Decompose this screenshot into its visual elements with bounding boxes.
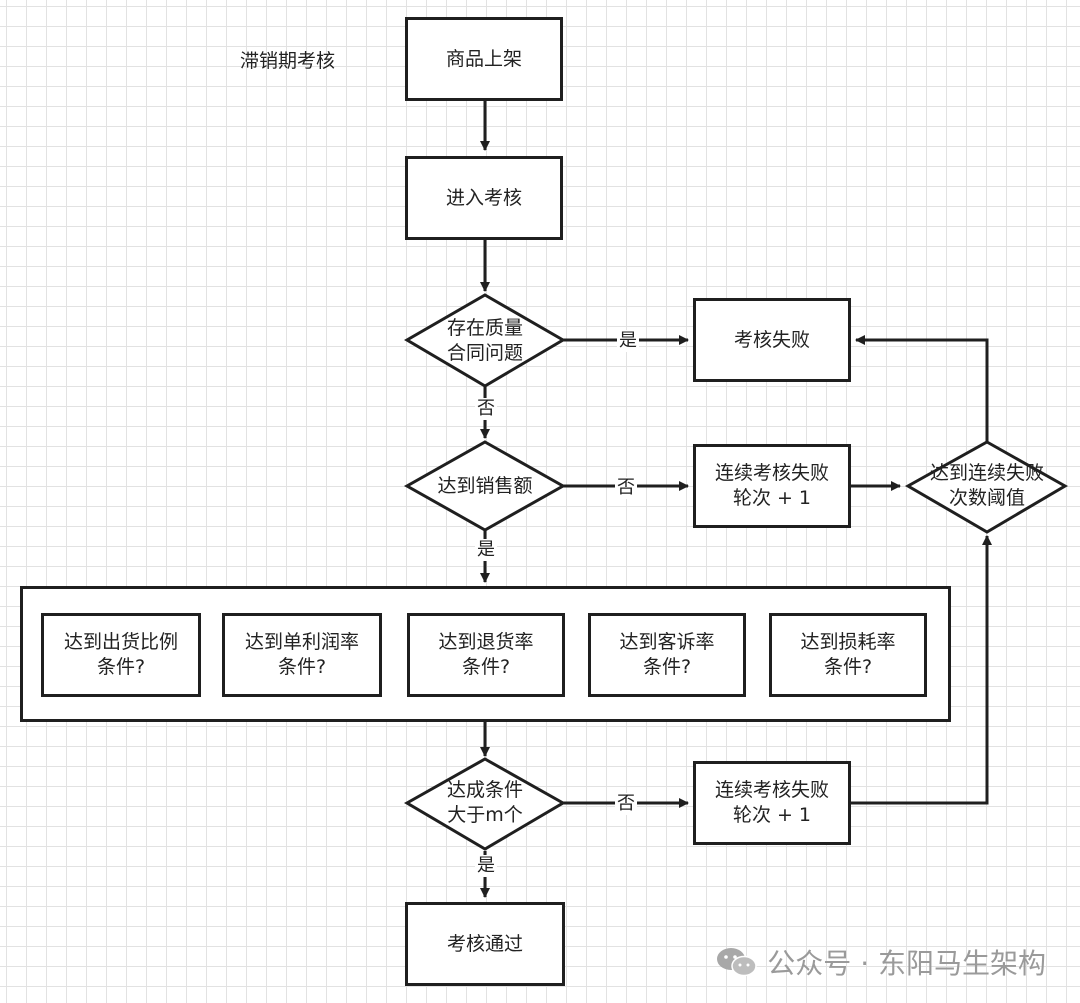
condition-complaint-rate: 达到客诉率 条件? [588,613,746,697]
node-listing: 商品上架 [405,17,563,101]
edge-label-sales-yes: 是 [475,539,497,561]
condition-unit-profit-rate: 达到单利润率 条件? [222,613,382,697]
decision-quality-diamond [404,293,566,388]
node-assessment-fail: 考核失败 [693,298,851,382]
watermark: 公众号 · 东阳马生架构 [715,942,1046,982]
edge-label-quality-no: 否 [475,398,497,420]
node-pass-text: 考核通过 [446,932,523,955]
node-fail-count-2: 连续考核失败 轮次 + 1 [693,761,851,845]
decision-sales-diamond [403,440,567,532]
condition-1-text: 达到出货比例 条件? [63,631,178,678]
node-fail-count-1: 连续考核失败 轮次 + 1 [693,444,851,528]
node-enter-text: 进入考核 [445,186,522,209]
decision-met-text: 达成条件 大于m个 [446,779,523,826]
node-listing-text: 商品上架 [445,47,522,70]
condition-4-text: 达到客诉率 条件? [619,631,715,678]
condition-shipment-ratio: 达到出货比例 条件? [41,613,201,697]
edge-failcount2-threshold [851,535,992,805]
condition-3-text: 达到退货率 条件? [438,631,534,678]
node-enter-assessment: 进入考核 [405,156,563,240]
edge-threshold-fail [855,335,989,442]
condition-return-rate: 达到退货率 条件? [407,613,565,697]
edge-label-met-yes: 是 [475,855,497,877]
edge-label-met-no: 否 [615,793,637,815]
condition-2-text: 达到单利润率 条件? [244,631,359,678]
node-fail-text: 考核失败 [733,328,810,351]
edge-label-sales-no: 否 [615,477,637,499]
watermark-text: 公众号 · 东阳马生架构 [767,947,1046,980]
diagram-title: 滞销期考核 [240,50,336,72]
decision-sales-text: 达到销售额 [437,474,533,497]
decision-threshold-diamond [904,440,1069,534]
condition-5-text: 达到损耗率 条件? [800,631,896,678]
decision-threshold-text: 达到连续失败 次数阈值 [929,462,1044,509]
decision-met-diamond [403,757,567,851]
node-assessment-pass: 考核通过 [405,902,565,986]
node-fail-count-1-text: 连续考核失败 轮次 + 1 [714,462,829,509]
node-fail-count-2-text: 连续考核失败 轮次 + 1 [714,779,829,826]
edge-label-quality-yes: 是 [617,330,639,352]
wechat-icon [717,948,758,977]
decision-quality-text: 存在质量 合同问题 [446,317,523,364]
condition-loss-rate: 达到损耗率 条件? [769,613,927,697]
